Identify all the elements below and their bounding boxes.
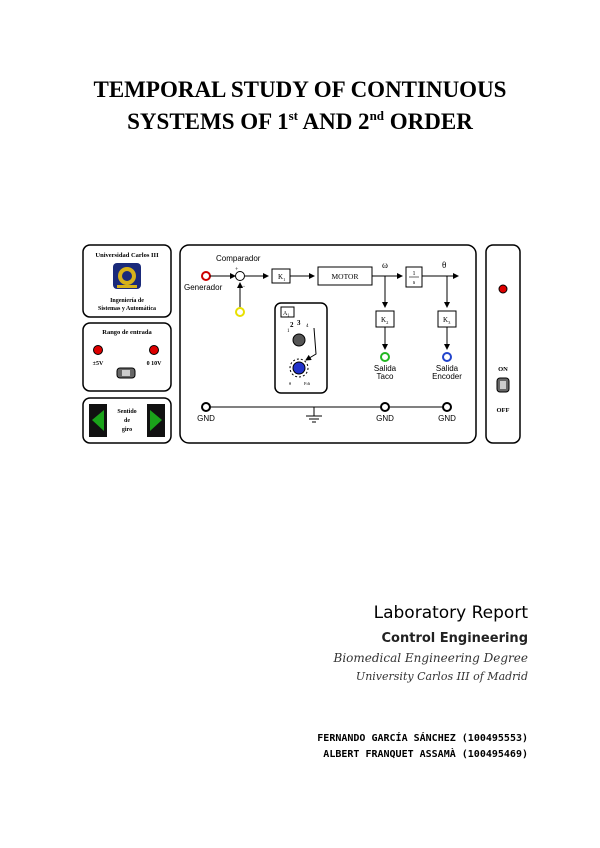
dial-mark-4: 4 xyxy=(306,324,309,329)
university-label: Universidad Carlos III xyxy=(95,252,159,259)
power-off-label: OFF xyxy=(497,407,510,414)
a1-label: A1 xyxy=(283,311,289,318)
knob-left-label: θ xyxy=(289,381,291,386)
block-diagram: Comparador + − Generador K1 MOTOR ω 1 s … xyxy=(179,244,477,444)
gnd-terminal-2[interactable] xyxy=(380,402,390,412)
report-subject: Control Engineering xyxy=(381,631,528,646)
k1-label: K1 xyxy=(278,273,285,282)
department-line-1: Ingeniería de xyxy=(110,298,144,304)
report-university: University Carlos III of Madrid xyxy=(355,670,528,683)
dial-mark-2: 2 xyxy=(290,321,294,329)
power-switch-icon[interactable] xyxy=(496,377,510,393)
university-logo-icon xyxy=(113,263,141,289)
gnd-terminal-3[interactable] xyxy=(442,402,452,412)
author-2: ALBERT FRANQUET ASSAMÀ (100495469) xyxy=(323,749,528,760)
comparator-label: Comparador xyxy=(216,254,261,263)
integrator-numerator: 1 xyxy=(413,271,416,277)
gnd-label-3: GND xyxy=(438,414,456,423)
encoder-output-terminal[interactable] xyxy=(442,352,452,362)
power-box: ON OFF xyxy=(485,244,521,444)
title-part-a: SYSTEMS OF 1 xyxy=(127,109,289,134)
tacho-output-terminal[interactable] xyxy=(380,352,390,362)
power-led xyxy=(498,284,508,294)
direction-line-2: de xyxy=(124,418,130,424)
comparator-minus: − xyxy=(242,284,246,290)
report-degree: Biomedical Engineering Degree xyxy=(333,651,529,665)
knob-right-label: Fdt xyxy=(304,381,311,386)
title-part-c: ORDER xyxy=(384,109,473,134)
range-led-right xyxy=(149,345,159,355)
generator-label: Generador xyxy=(184,283,223,292)
selector-knob[interactable] xyxy=(292,333,306,347)
comparator-plus: + xyxy=(235,267,239,273)
encoder-output-line-2: Encoder xyxy=(432,372,462,381)
encoder-output-line-1: Salida xyxy=(436,364,459,373)
k2-label: K2 xyxy=(381,316,388,325)
generator-terminal[interactable] xyxy=(201,271,211,281)
gnd-label-1: GND xyxy=(197,414,215,423)
direction-box: Sentido de giro xyxy=(82,397,172,444)
right-arrow-icon xyxy=(150,410,162,431)
a1-module: A1 1 2 3 4 θ Fdt xyxy=(274,302,328,394)
input-range-title: Rango de entrada xyxy=(102,329,152,336)
title-sup-first: st xyxy=(288,108,298,123)
comparator-terminal[interactable] xyxy=(235,307,245,317)
title-line-2: SYSTEMS OF 1st AND 2nd ORDER xyxy=(0,106,600,138)
k3-label: K3 xyxy=(443,316,451,325)
university-box: Universidad Carlos III Ingeniería de Sis… xyxy=(82,244,172,318)
department-line-2: Sistemas y Automática xyxy=(98,306,156,312)
title-part-b: AND 2 xyxy=(298,109,370,134)
title-sup-second: nd xyxy=(369,108,385,123)
motor-label: MOTOR xyxy=(332,272,359,281)
tacho-output-line-2: Taco xyxy=(377,372,394,381)
input-range-box: Rango de entrada ±5V 0 10V xyxy=(82,322,172,392)
control-panel-diagram: Universidad Carlos III Ingeniería de Sis… xyxy=(82,244,521,444)
range-right-label: 0 10V xyxy=(147,361,163,367)
title-line-1: TEMPORAL STUDY OF CONTINUOUS xyxy=(93,77,507,102)
a1-tag xyxy=(280,306,295,318)
range-led-left xyxy=(93,345,103,355)
theta-label: θ xyxy=(442,260,446,270)
range-switch-icon[interactable] xyxy=(116,367,136,379)
summing-junction xyxy=(235,271,245,281)
dial-mark-1: 1 xyxy=(287,329,290,334)
integrator-denominator: s xyxy=(413,280,416,286)
range-left-label: ±5V xyxy=(93,361,104,367)
power-on-label: ON xyxy=(498,366,508,373)
tacho-output-line-1: Salida xyxy=(374,364,397,373)
report-type: Laboratory Report xyxy=(373,603,528,623)
omega-label: ω xyxy=(382,260,388,270)
left-arrow-icon xyxy=(92,410,104,431)
gnd-label-2: GND xyxy=(376,414,394,423)
dial-mark-3: 3 xyxy=(297,319,301,327)
direction-line-1: Sentido xyxy=(117,409,136,415)
gnd-terminal-1[interactable] xyxy=(201,402,211,412)
direction-line-3: giro xyxy=(122,427,132,433)
a1-blue-knob[interactable] xyxy=(292,361,306,375)
author-1: FERNANDO GARCÍA SÁNCHEZ (100495553) xyxy=(317,733,528,744)
